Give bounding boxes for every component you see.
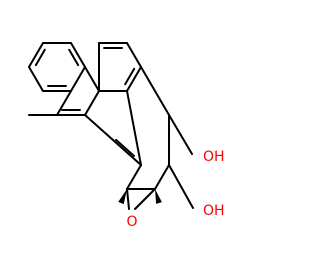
- bond-E6-OE: [134, 188, 156, 210]
- inner-bond-D3-E2: [115, 138, 135, 157]
- inner-bond-C4-C5: [124, 67, 136, 86]
- bond-layer: [28, 42, 194, 210]
- bond-A4-A5: [70, 66, 86, 92]
- bond-E2-C5: [126, 90, 142, 166]
- atom-label-layer: OH OH O: [126, 149, 224, 230]
- hydroxyl-upper-label: OH: [203, 149, 225, 165]
- bond-C4-C5: [126, 66, 142, 92]
- bond-A1-A2: [28, 42, 44, 68]
- bond-B5-A5: [56, 90, 72, 116]
- bond-E7-E2: [126, 164, 142, 190]
- bond-E4-O1: [168, 114, 193, 155]
- bond-E5-O2: [168, 164, 194, 209]
- structure-canvas: OH OH O: [28, 42, 225, 230]
- bond-A3-A4: [70, 42, 86, 68]
- hydroxyl-lower-label: OH: [203, 203, 225, 219]
- bond-D3-E2: [112, 139, 142, 166]
- stereo-wedge-left: [118, 189, 127, 205]
- epoxide-oxygen-label: O: [126, 214, 137, 230]
- bond-C4-E4: [140, 66, 170, 116]
- bond-A6-A1: [28, 66, 44, 92]
- bond-E5-E6: [154, 164, 170, 190]
- chemical-structure-drawing: OH OH O: [28, 42, 225, 230]
- inner-bond-A1-A2: [34, 48, 46, 67]
- bond-E7-OE: [126, 188, 130, 210]
- stereo-wedge-right: [155, 189, 162, 204]
- bond-C3-C4: [126, 42, 142, 68]
- bond-B3-B4: [84, 90, 100, 116]
- bond-B4-D3: [84, 114, 114, 141]
- inner-bond-A3-A4: [68, 48, 80, 67]
- bond-A4-B3: [84, 66, 100, 92]
